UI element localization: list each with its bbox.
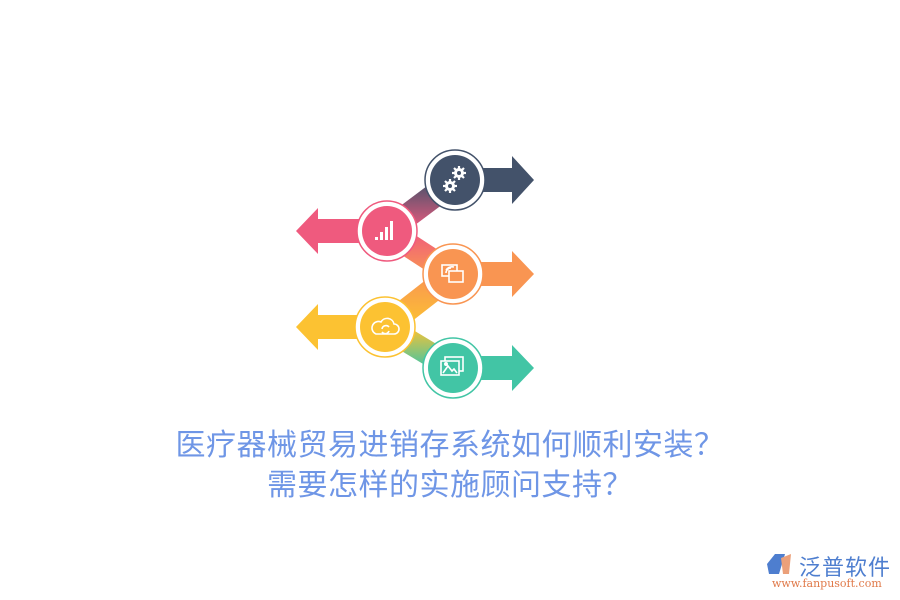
gears-icon <box>443 166 466 193</box>
step-cloud <box>296 296 416 358</box>
logo-mark-icon <box>767 554 791 574</box>
cloud-sync-icon <box>371 317 400 335</box>
logo-name: 泛普软件 <box>799 556 892 581</box>
image-gallery-icon <box>440 356 464 376</box>
step-cast <box>422 243 534 305</box>
logo-url: www.fanpusoft.com <box>772 577 882 590</box>
brand-logo: 泛普软件 www.fanpusoft.com <box>767 550 897 590</box>
screen-cast-icon <box>441 264 464 283</box>
step-gallery <box>422 337 534 399</box>
title-line-1: 医疗器械贸易进销存系统如何顺利安装？ <box>175 428 725 463</box>
step-settings <box>424 149 534 211</box>
bar-chart-icon <box>375 221 393 240</box>
step-analytics <box>296 200 418 262</box>
title-line-2: 需要怎样的实施顾问支持？ <box>267 468 633 503</box>
